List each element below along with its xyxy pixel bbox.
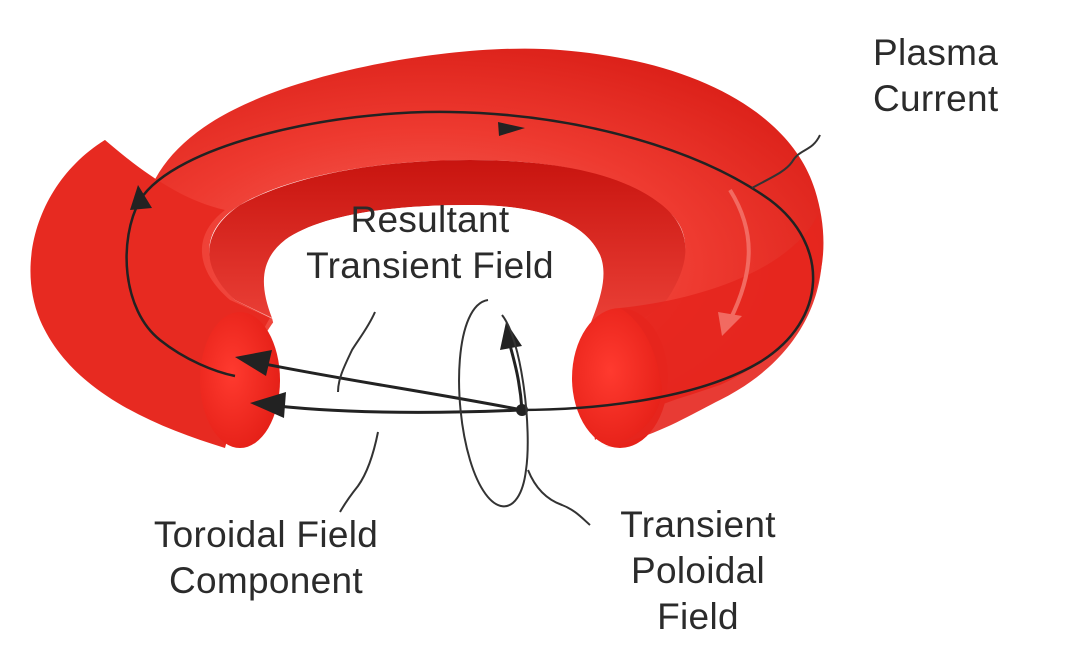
field-origin-point	[516, 404, 528, 416]
torus-right-lower	[600, 215, 823, 448]
plasma-current-line-left	[125, 199, 236, 378]
right-cross-section	[572, 308, 668, 448]
arrow-left	[130, 185, 152, 210]
resultant-field-leader	[337, 311, 376, 393]
transient-poloidal-field-label: Transient Poloidal Field	[583, 502, 813, 640]
toroidal-label-line-1: Toroidal Field	[153, 514, 379, 555]
poloidal-label-line-1: Transient	[620, 504, 776, 545]
toroidal-component-leader	[339, 431, 379, 513]
plasma-current-arrow	[728, 188, 751, 321]
toroidal-arrow-lower	[259, 402, 523, 414]
torus-inner-wall	[209, 160, 686, 350]
resultant-label-line-1: Resultant	[350, 199, 510, 240]
plasma-current-line	[138, 110, 815, 412]
toroidal-arrowhead-upper	[235, 350, 272, 376]
resultant-label-line-2: Transient Field	[306, 245, 554, 286]
resultant-arrowhead	[500, 322, 522, 350]
left-cross-section	[200, 312, 280, 448]
poloidal-loop	[458, 299, 529, 508]
resultant-transient-field-label: Resultant Transient Field	[250, 197, 610, 289]
poloidal-field-leader	[527, 469, 591, 526]
plasma-current-label: Plasma Current	[873, 30, 998, 122]
toroidal-arrowhead-lower	[250, 392, 286, 418]
arrow-top	[498, 122, 525, 136]
toroidal-field-component-label: Toroidal Field Component	[96, 512, 436, 604]
plasma-current-label-line-1: Plasma	[873, 32, 999, 73]
toroidal-arrow-upper	[244, 358, 523, 412]
poloidal-label-line-3: Field	[657, 596, 739, 637]
plasma-current-arrowhead	[718, 312, 742, 336]
torus-hole	[269, 205, 604, 360]
plasma-current-leader	[751, 134, 821, 189]
toroidal-label-line-2: Component	[169, 560, 363, 601]
plasma-current-label-line-2: Current	[873, 78, 999, 119]
poloidal-label-line-2: Poloidal	[630, 550, 766, 591]
